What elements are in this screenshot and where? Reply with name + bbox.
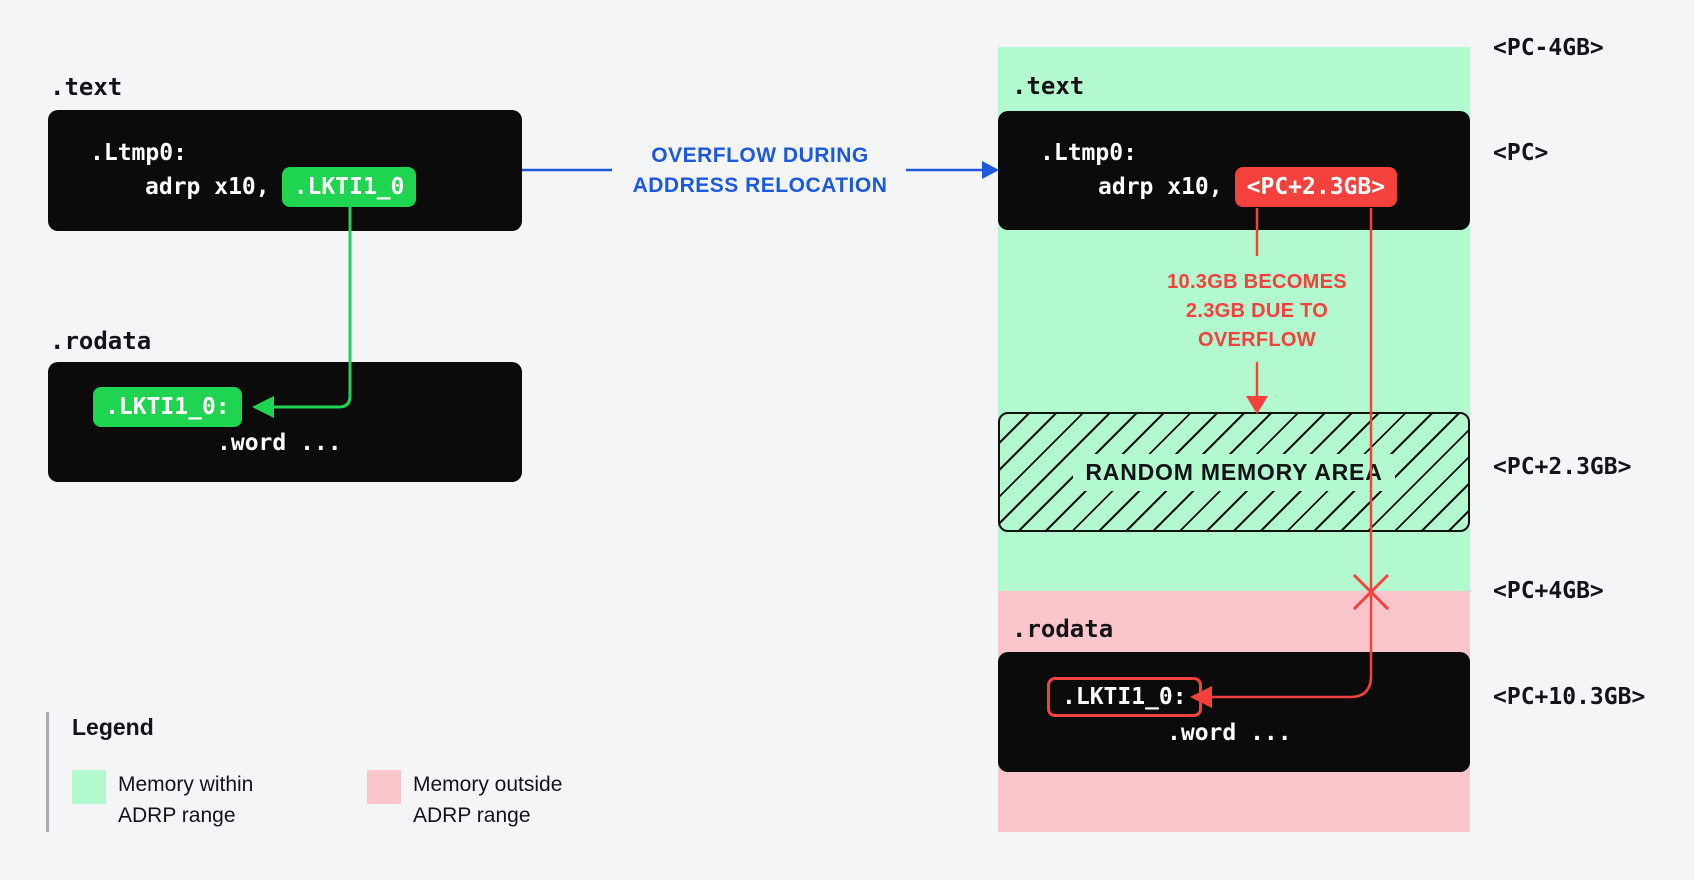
legend-within-line2: ADRP range [118, 804, 236, 827]
right-text-section-label: .text [1012, 72, 1085, 100]
addr-label-pc-minus-4gb: <PC-4GB> [1493, 35, 1604, 61]
random-memory-area-label: RANDOM MEMORY AREA [1073, 453, 1395, 491]
right-rodata-code-box: .LKTI1_0: .word ... [998, 652, 1470, 772]
right-adrp-row: adrp x10, <PC+2.3GB> [1098, 167, 1398, 207]
addr-label-pc-plus-4gb: <PC+4GB> [1493, 578, 1604, 604]
left-symbol-ref-badge: .LKTI1_0 [281, 167, 417, 207]
left-text-section-label: .text [50, 73, 123, 101]
addr-label-pc: <PC> [1493, 140, 1549, 166]
overflow-note-line3: OVERFLOW [1198, 329, 1316, 351]
left-adrp-instruction: adrp x10, [145, 174, 270, 200]
right-rodata-section-label: .rodata [1012, 615, 1114, 643]
right-word-directive: .word ... [1167, 720, 1292, 746]
left-text-code-box: .Ltmp0: adrp x10, .LKTI1_0 [48, 110, 522, 231]
legend-label-within-adrp: Memory within ADRP range [118, 769, 253, 831]
legend-outside-line2: ADRP range [413, 804, 531, 827]
left-ltmp0-label: .Ltmp0: [90, 140, 187, 166]
legend-swatch-outside-adrp [367, 770, 401, 804]
addr-label-pc-plus-2-3gb: <PC+2.3GB> [1493, 454, 1632, 480]
overflow-note: 10.3GB BECOMES 2.3GB DUE TO OVERFLOW [1107, 268, 1407, 355]
right-symbol-def-badge: .LKTI1_0: [1047, 677, 1202, 717]
blue-arrowhead-right-icon [982, 161, 999, 179]
legend-outside-line1: Memory outside [413, 773, 563, 796]
overflow-relocation-label: OVERFLOW DURING ADDRESS RELOCATION [600, 141, 920, 201]
left-rodata-section-label: .rodata [50, 327, 152, 355]
legend-swatch-within-adrp [72, 770, 106, 804]
legend-label-outside-adrp: Memory outside ADRP range [413, 769, 562, 831]
random-memory-area-box: RANDOM MEMORY AREA [998, 412, 1470, 532]
right-text-code-box: .Ltmp0: adrp x10, <PC+2.3GB> [998, 111, 1470, 230]
left-rodata-code-box: .LKTI1_0: .word ... [48, 362, 522, 482]
overflow-label-line2: ADDRESS RELOCATION [632, 174, 888, 197]
left-symbol-def-badge: .LKTI1_0: [93, 387, 242, 427]
left-word-directive: .word ... [217, 430, 342, 456]
legend-title: Legend [72, 714, 154, 740]
overflowed-address-badge: <PC+2.3GB> [1234, 167, 1398, 207]
overflow-note-line2: 2.3GB DUE TO [1185, 300, 1329, 322]
legend-rule [46, 712, 49, 832]
addr-label-pc-plus-10-3gb: <PC+10.3GB> [1493, 684, 1646, 710]
right-adrp-instruction: adrp x10, [1098, 174, 1223, 200]
right-ltmp0-label: .Ltmp0: [1040, 140, 1137, 166]
overflow-label-line1: OVERFLOW DURING [651, 144, 869, 167]
overflow-note-line1: 10.3GB BECOMES [1167, 271, 1347, 293]
left-adrp-row: adrp x10, .LKTI1_0 [145, 167, 417, 207]
legend-within-line1: Memory within [118, 773, 254, 796]
